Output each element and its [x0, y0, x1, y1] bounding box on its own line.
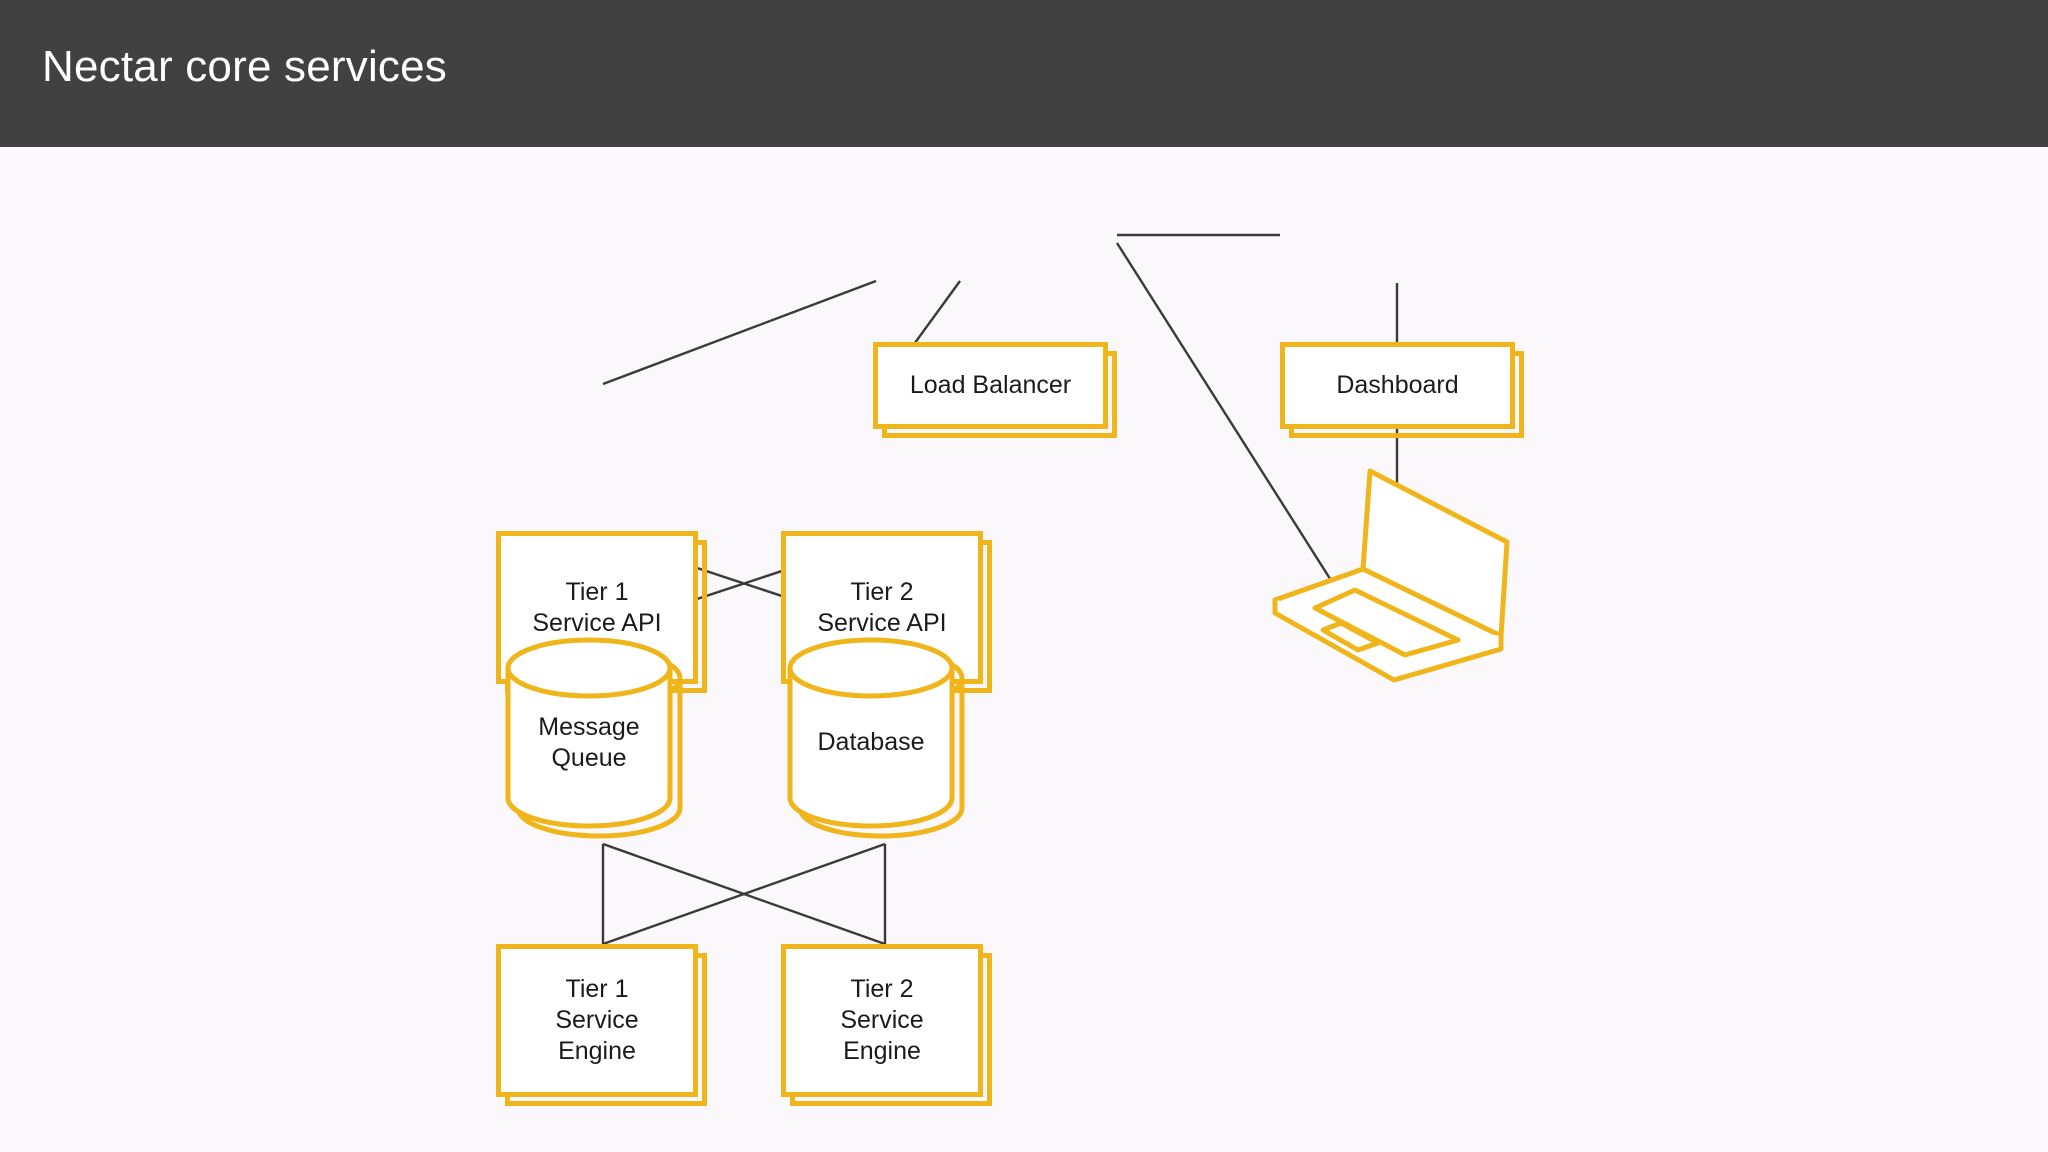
node-load-balancer-face: Load Balancer [873, 342, 1108, 429]
node-load-balancer[interactable]: Load Balancer [873, 342, 1117, 438]
node-tier1-service-api-label: Tier 1 Service API [532, 577, 662, 637]
node-tier1-service-engine[interactable]: Tier 1 Service Engine [496, 944, 707, 1106]
node-tier1-service-engine-face: Tier 1 Service Engine [496, 944, 698, 1097]
node-database-label: Database [817, 728, 925, 756]
node-tier2-service-engine-label: Tier 2 Service Engine [840, 975, 924, 1065]
node-load-balancer-label: Load Balancer [909, 371, 1072, 399]
edge-database-tier1-engine [602, 842, 886, 946]
node-database[interactable]: Database [785, 630, 985, 845]
node-message-queue-label: Message Queue [538, 713, 640, 772]
cylinder-icon [787, 637, 965, 839]
laptop-icon [1272, 468, 1510, 683]
page-title: Nectar core services [42, 42, 448, 91]
node-dashboard-face: Dashboard [1280, 342, 1515, 429]
node-tier2-service-engine-face: Tier 2 Service Engine [781, 944, 983, 1097]
node-tier2-service-api-label: Tier 2 Service API [817, 577, 947, 637]
node-client-laptop[interactable] [1270, 417, 1540, 683]
node-message-queue[interactable]: Message Queue [503, 630, 703, 845]
node-tier1-service-engine-label: Tier 1 Service Engine [555, 975, 639, 1065]
edge-load-balancer-tier1-api [602, 279, 877, 386]
edge-load-balancer-laptop [1115, 242, 1369, 638]
node-dashboard[interactable]: Dashboard [1280, 342, 1524, 438]
node-layer: Load Balancer Dashboard Tier 1 Service A… [0, 147, 2048, 1152]
node-dashboard-label: Dashboard [1336, 371, 1459, 399]
slide-header: Nectar core services [0, 0, 2048, 147]
cylinder-icon [505, 637, 683, 839]
diagram-canvas: Load Balancer Dashboard Tier 1 Service A… [0, 147, 2048, 1152]
node-tier2-service-engine[interactable]: Tier 2 Service Engine [781, 944, 992, 1106]
